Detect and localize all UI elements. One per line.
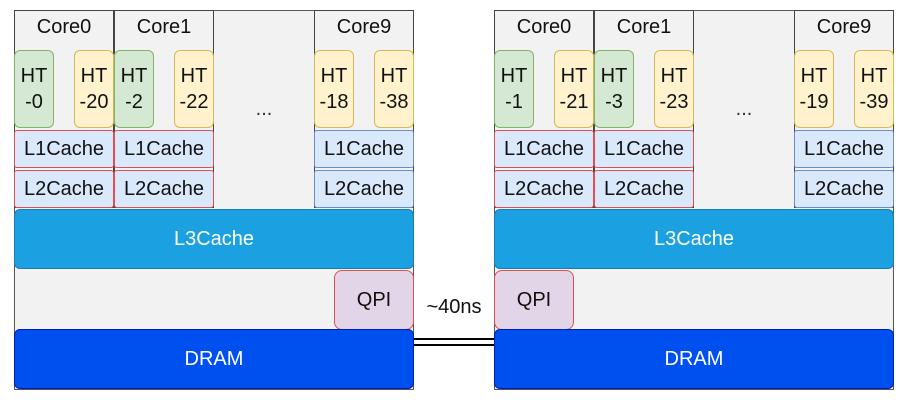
core-label: Core9 — [336, 16, 392, 38]
l2-cache: L2Cache — [114, 170, 214, 208]
more-cores-ellipsis: ... — [735, 98, 753, 120]
ht-name: HT — [600, 65, 628, 87]
l2-cache: L2Cache — [794, 170, 894, 208]
ht-thread: HT -22 — [174, 50, 214, 128]
ht-thread: HT -21 — [554, 50, 594, 128]
ht-id: -18 — [319, 91, 349, 113]
ht-name: HT — [660, 65, 688, 87]
dram-block: DRAM — [14, 329, 414, 389]
ht-name: HT — [560, 65, 588, 87]
l1-cache: L1Cache — [14, 130, 114, 168]
l2-cache: L2Cache — [494, 170, 594, 208]
qpi-block: QPI — [494, 270, 574, 330]
ht-name: HT — [320, 65, 348, 87]
ht-name: HT — [80, 65, 108, 87]
ht-thread: HT -0 — [14, 50, 54, 128]
l1-cache: L1Cache — [494, 130, 594, 168]
core-label: Core1 — [616, 16, 672, 38]
ht-id: -19 — [799, 91, 829, 113]
ht-id: -3 — [605, 91, 623, 113]
ht-thread: HT -1 — [494, 50, 534, 128]
ht-id: -20 — [79, 91, 109, 113]
more-cores-ellipsis: ... — [255, 98, 273, 120]
ht-thread: HT -2 — [114, 50, 154, 128]
l1-cache: L1Cache — [114, 130, 214, 168]
interconnect-latency-label: ~40ns — [426, 296, 482, 318]
l2-cache: L2Cache — [594, 170, 694, 208]
ht-thread: HT -23 — [654, 50, 694, 128]
ht-id: -22 — [179, 91, 209, 113]
ht-id: -1 — [505, 91, 523, 113]
l1-cache: L1Cache — [314, 130, 414, 168]
interconnect-line-top — [414, 338, 494, 340]
core-label: Core1 — [136, 16, 192, 38]
ht-thread: HT -39 — [854, 50, 894, 128]
ht-name: HT — [860, 65, 888, 87]
ht-name: HT — [380, 65, 408, 87]
ht-name: HT — [20, 65, 48, 87]
ht-thread: HT -3 — [594, 50, 634, 128]
core-label: Core0 — [516, 16, 572, 38]
ht-thread: HT -19 — [794, 50, 834, 128]
l3-cache: L3Cache — [494, 209, 894, 269]
ht-name: HT — [180, 65, 208, 87]
ht-name: HT — [500, 65, 528, 87]
dram-block: DRAM — [494, 329, 894, 389]
l2-cache: L2Cache — [14, 170, 114, 208]
ht-name: HT — [800, 65, 828, 87]
ht-id: -0 — [25, 91, 43, 113]
ht-id: -39 — [859, 91, 889, 113]
qpi-block: QPI — [334, 270, 414, 330]
ht-thread: HT -18 — [314, 50, 354, 128]
ht-id: -21 — [559, 91, 589, 113]
core-label: Core0 — [36, 16, 92, 38]
ht-thread: HT -38 — [374, 50, 414, 128]
interconnect-line-bottom — [414, 344, 494, 346]
l3-cache: L3Cache — [14, 209, 414, 269]
l2-cache: L2Cache — [314, 170, 414, 208]
ht-name: HT — [120, 65, 148, 87]
l1-cache: L1Cache — [594, 130, 694, 168]
ht-id: -23 — [659, 91, 689, 113]
ht-id: -38 — [379, 91, 409, 113]
ht-id: -2 — [125, 91, 143, 113]
l1-cache: L1Cache — [794, 130, 894, 168]
ht-thread: HT -20 — [74, 50, 114, 128]
core-label: Core9 — [816, 16, 872, 38]
